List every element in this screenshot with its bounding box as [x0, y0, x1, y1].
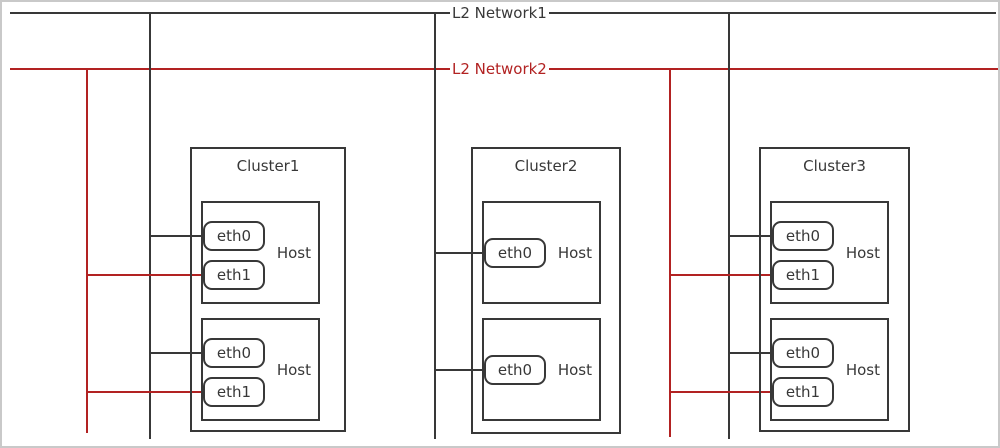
- cluster3-host2-eth1-interface: eth1: [772, 377, 834, 407]
- cluster2-host1-box: eth0 Host: [482, 201, 601, 304]
- cluster3-host2-box: eth0 eth1 Host: [770, 318, 889, 421]
- cluster3-host1-label: Host: [845, 243, 880, 262]
- network2-trunk-cluster3: [669, 68, 671, 437]
- cluster1-host1-eth0-interface: eth0: [203, 221, 265, 251]
- cluster3-host2-eth1-link-line: [669, 391, 783, 393]
- cluster1-box: Cluster1 eth0 eth1 Host eth0 eth1 Host: [190, 147, 346, 432]
- cluster3-host1-eth1-link-line: [669, 274, 783, 276]
- cluster1-host2-eth0-link-line: [149, 352, 211, 354]
- cluster3-host2-eth0-link-line: [728, 352, 783, 354]
- cluster1-host2-eth1-link-line: [86, 391, 211, 393]
- cluster3-host1-eth0-link-line: [728, 235, 783, 237]
- network1-trunk-cluster2: [434, 12, 436, 439]
- network1-trunk-cluster3: [728, 12, 730, 439]
- cluster1-label: Cluster1: [236, 157, 300, 175]
- cluster1-host1-eth1-interface: eth1: [203, 260, 265, 290]
- cluster1-host1-box: eth0 eth1 Host: [201, 201, 320, 304]
- cluster1-host2-box: eth0 eth1 Host: [201, 318, 320, 421]
- cluster2-host1-label: Host: [557, 243, 592, 262]
- cluster2-host1-eth0-interface: eth0: [484, 238, 546, 268]
- cluster3-host1-eth1-interface: eth1: [772, 260, 834, 290]
- cluster3-host2-eth0-interface: eth0: [772, 338, 834, 368]
- cluster3-host1-box: eth0 eth1 Host: [770, 201, 889, 304]
- network1-trunk-cluster1: [149, 12, 151, 439]
- cluster3-box: Cluster3 eth0 eth1 Host eth0 eth1 Host: [759, 147, 910, 432]
- cluster3-host1-eth0-interface: eth0: [772, 221, 834, 251]
- network2-trunk-cluster1: [86, 68, 88, 433]
- l2-network1-label: L2 Network1: [450, 4, 549, 22]
- cluster3-host2-label: Host: [845, 360, 880, 379]
- cluster3-label: Cluster3: [803, 157, 866, 175]
- cluster1-host1-label: Host: [276, 243, 311, 262]
- cluster2-host2-eth0-link-line: [434, 369, 494, 371]
- cluster2-box: Cluster2 eth0 Host eth0 Host: [471, 147, 621, 434]
- cluster2-host1-eth0-link-line: [434, 252, 494, 254]
- cluster1-host2-eth0-interface: eth0: [203, 338, 265, 368]
- cluster2-host2-eth0-interface: eth0: [484, 355, 546, 385]
- cluster2-label: Cluster2: [514, 157, 578, 175]
- cluster1-host2-eth1-interface: eth1: [203, 377, 265, 407]
- cluster2-host2-box: eth0 Host: [482, 318, 601, 421]
- l2-network2-label: L2 Network2: [450, 60, 549, 78]
- cluster1-host1-eth0-link-line: [149, 235, 211, 237]
- cluster2-host2-label: Host: [557, 360, 592, 379]
- cluster1-host1-eth1-link-line: [86, 274, 211, 276]
- cluster1-host2-label: Host: [276, 360, 311, 379]
